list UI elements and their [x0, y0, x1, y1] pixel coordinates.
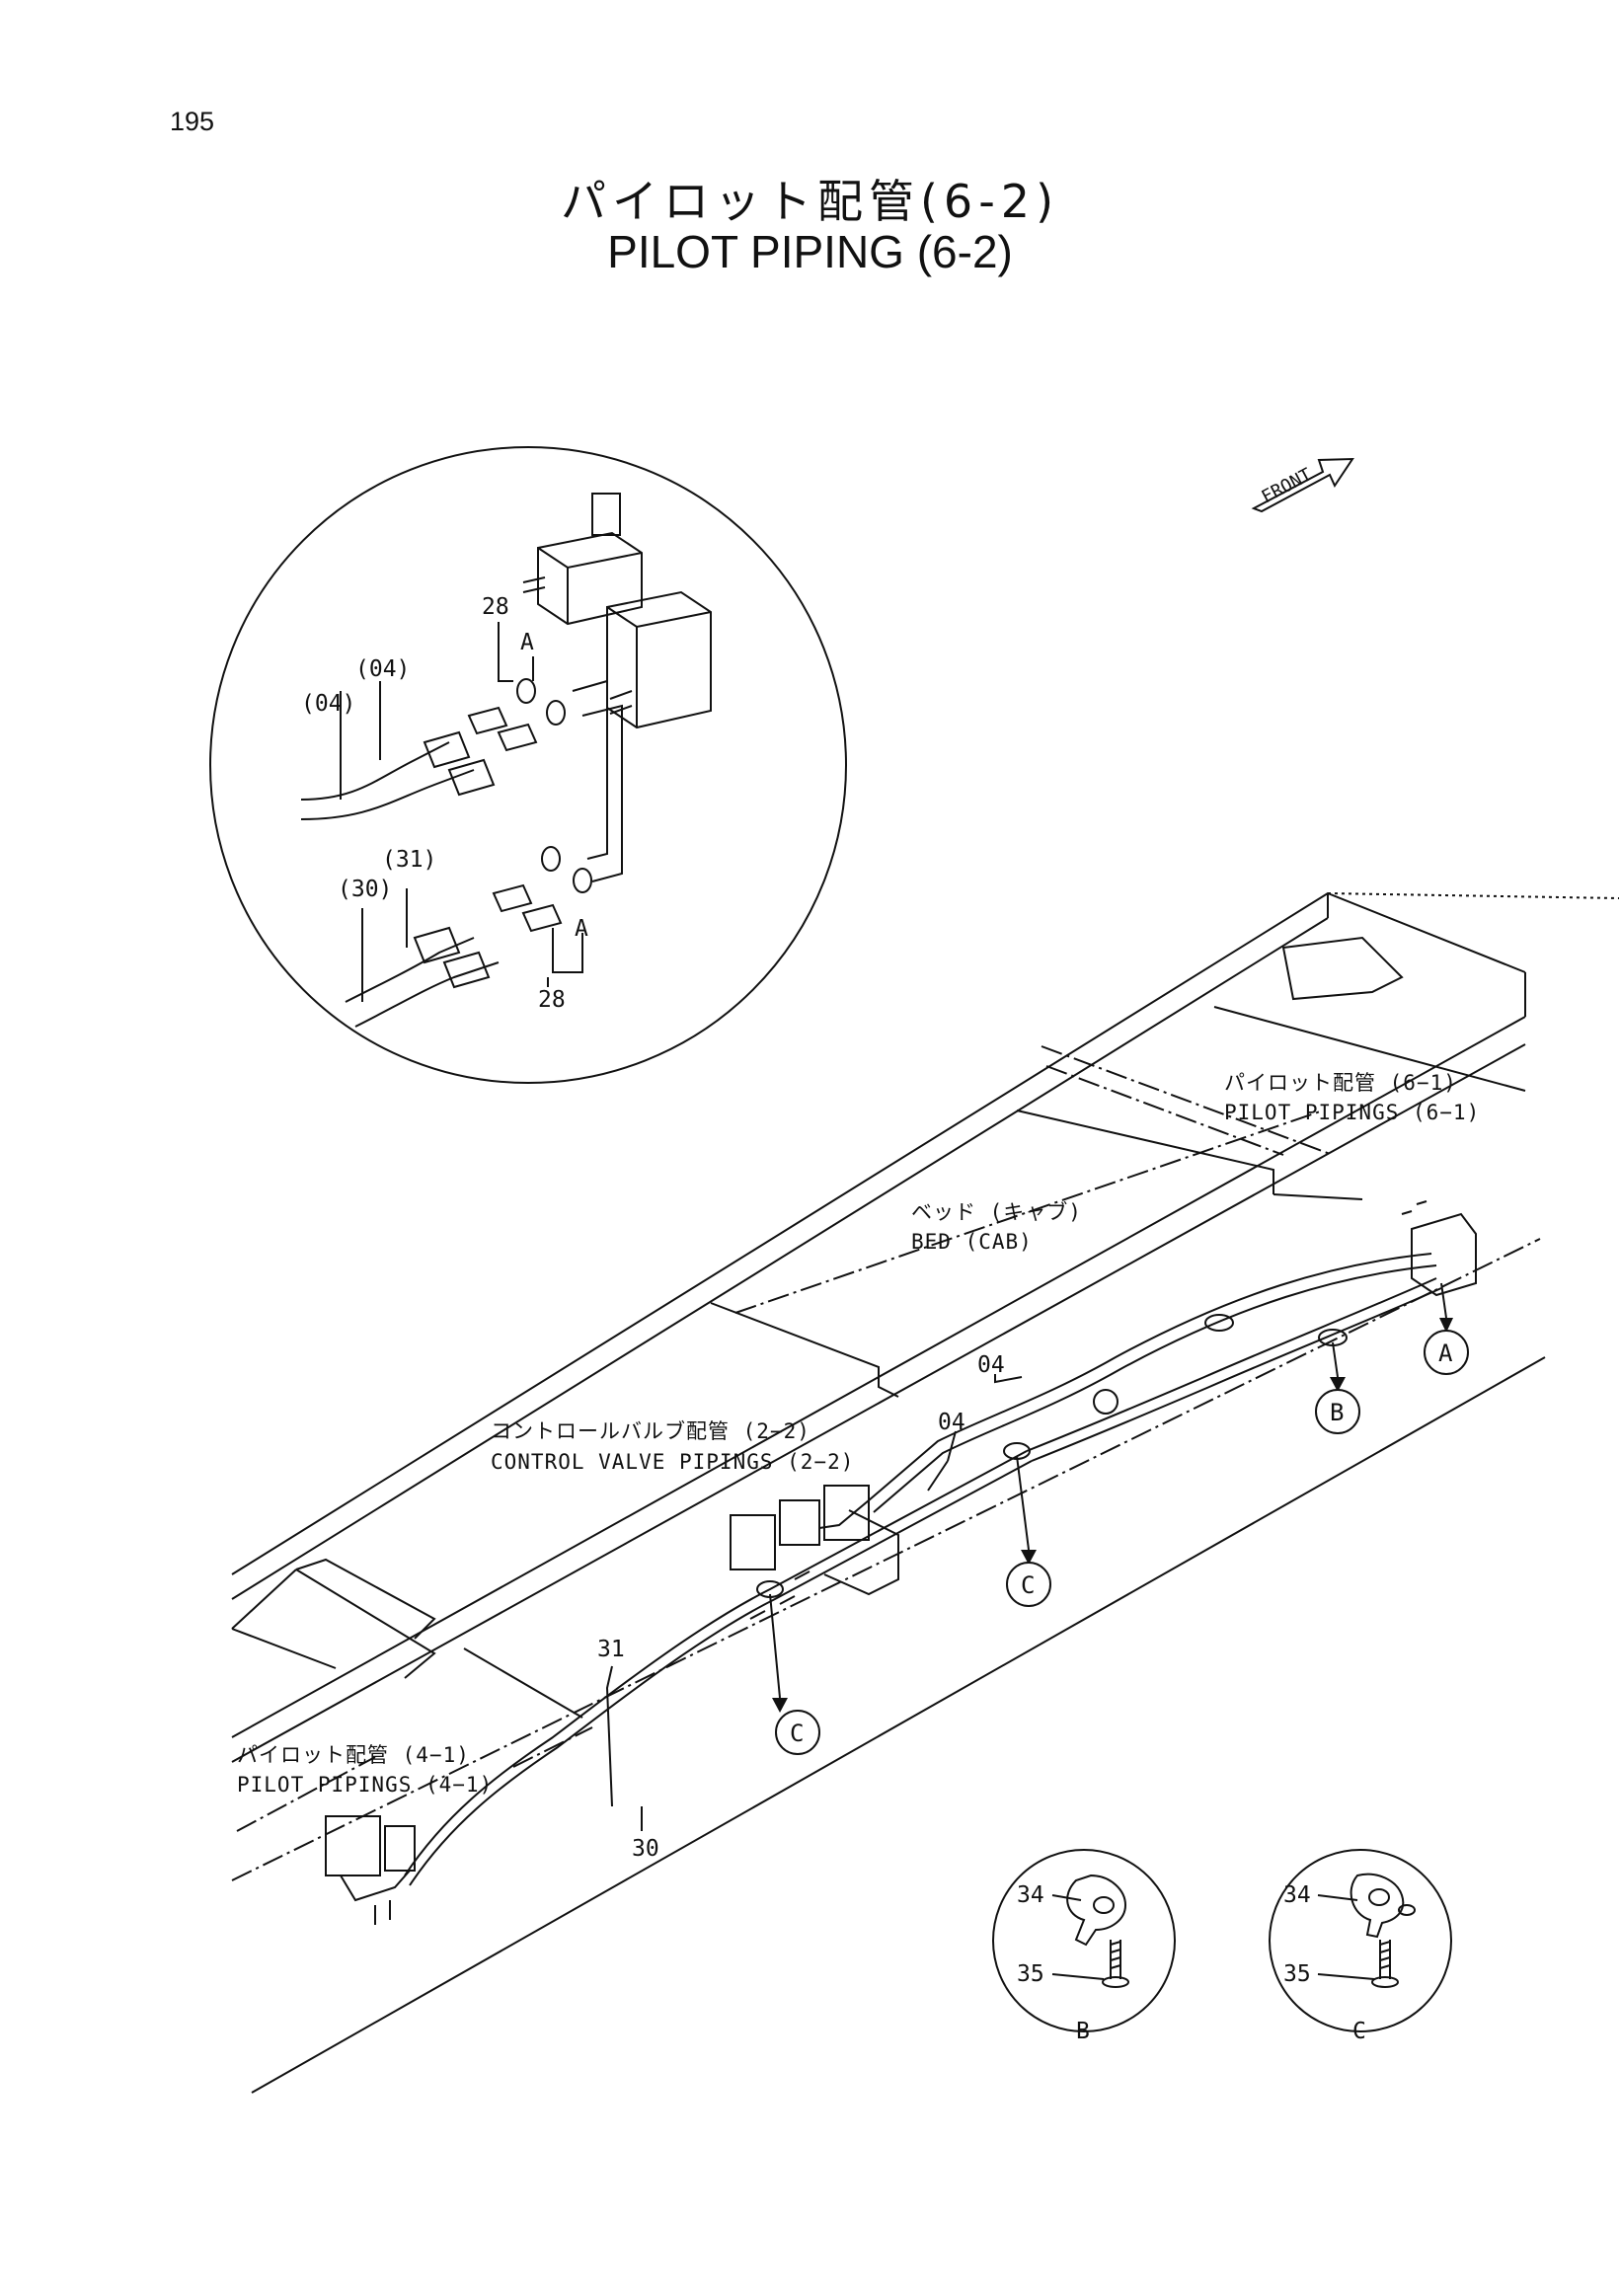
detail-a-part-28-bottom: 28 [538, 987, 566, 1013]
control-valve-jp: コントロールバルブ配管 (2−2) [491, 1419, 810, 1443]
front-label: FRONT [1258, 464, 1315, 507]
part-30: 30 [632, 1836, 659, 1862]
callout-c1-label: C [1021, 1571, 1035, 1599]
detail-a-part-28-top: 28 [482, 594, 509, 620]
callout-b-balloon: B [1315, 1377, 1360, 1434]
detail-c-view-label: C [1352, 2019, 1366, 2044]
page-title-english: PILOT PIPING (6-2) [607, 226, 1013, 277]
machine-frame [231, 891, 1620, 2094]
pilot-hoses [404, 1200, 1477, 1886]
pilot-4-1-en: PILOT PIPINGS (4−1) [237, 1773, 493, 1797]
callout-b-label: B [1330, 1399, 1344, 1426]
control-valve-block [730, 1485, 899, 1620]
callout-a-label: A [1438, 1339, 1453, 1367]
pilot-valve-left [325, 1815, 416, 1925]
callout-leaders [605, 1282, 1447, 1831]
detail-a-hose-31: (31) [382, 847, 436, 873]
front-arrow-icon: FRONT [1251, 457, 1354, 513]
pilot-4-1-jp: パイロット配管 (4−1) [237, 1743, 470, 1767]
pilot-6-1-en: PILOT PIPINGS (6−1) [1224, 1101, 1480, 1124]
part-04-upper: 04 [977, 1352, 1005, 1378]
page-number: 195 [170, 107, 215, 136]
callout-c1-balloon: C [1006, 1550, 1051, 1607]
bed-jp: ベッド (キャブ) [911, 1200, 1082, 1224]
detail-a-view-a-bottom: A [575, 916, 588, 942]
detail-b-view-label: B [1076, 2019, 1090, 2044]
detail-c-view [1269, 1849, 1452, 2032]
detail-a-hose-30: (30) [338, 877, 392, 902]
detail-a-hose-04-upper: (04) [355, 656, 410, 682]
control-valve-en: CONTROL VALVE PIPINGS (2−2) [491, 1450, 854, 1474]
detail-a-view-a-top: A [520, 630, 534, 655]
detail-b-view [992, 1849, 1176, 2032]
part-04-lower: 04 [938, 1410, 965, 1435]
detail-c-clamp-34: 34 [1283, 1882, 1311, 1908]
page-title-japanese: パイロット配管(6-2) [560, 175, 1060, 228]
detail-b-clamp-34: 34 [1017, 1882, 1044, 1908]
part-31: 31 [597, 1637, 625, 1662]
callout-c2-balloon: C [772, 1698, 820, 1755]
detail-b-bolt-35: 35 [1017, 1961, 1044, 1987]
pilot-6-1-jp: パイロット配管 (6−1) [1224, 1071, 1457, 1095]
bed-en: BED (CAB) [911, 1230, 1033, 1254]
detail-c-bolt-35: 35 [1283, 1961, 1311, 1987]
callout-c2-label: C [790, 1720, 804, 1747]
callout-a-balloon: A [1424, 1318, 1469, 1375]
detail-a-view [209, 446, 847, 1084]
detail-a-hose-04-lower: (04) [301, 691, 355, 717]
